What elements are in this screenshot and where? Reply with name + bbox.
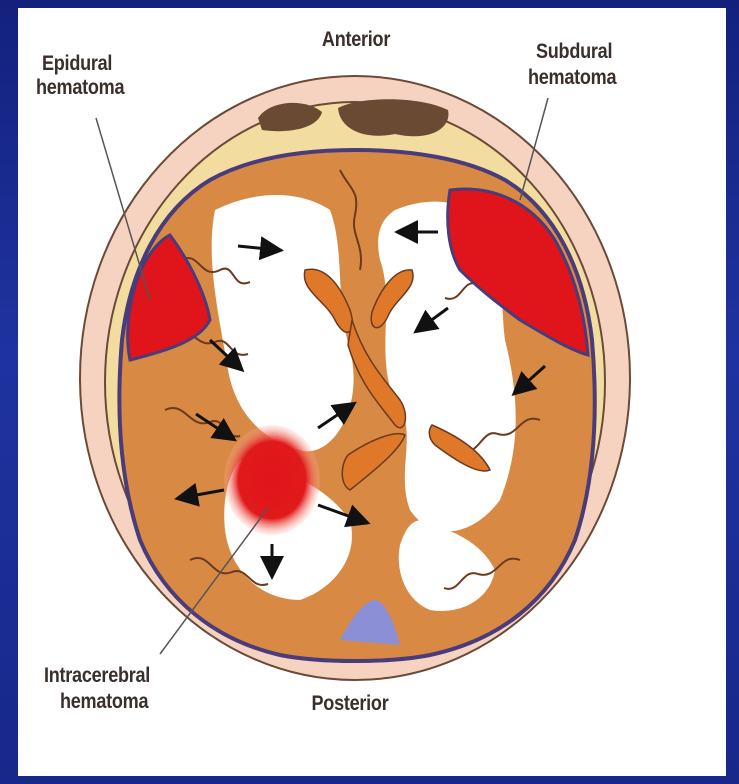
- intracerebral-hematoma: [224, 425, 320, 535]
- label-epidural-2: hematoma: [36, 76, 124, 100]
- label-intracerebral-1: Intracerebral: [44, 664, 150, 688]
- diagram-panel: Anterior Epidural hematoma Subdural hema…: [18, 8, 726, 776]
- brain-hematoma-diagram: [18, 8, 726, 776]
- label-anterior: Anterior: [304, 28, 407, 52]
- label-subdural-2: hematoma: [528, 66, 616, 90]
- label-posterior: Posterior: [290, 692, 410, 716]
- label-epidural-1: Epidural: [42, 52, 112, 76]
- frontal-sinus: [338, 99, 448, 136]
- label-intracerebral-2: hematoma: [60, 690, 148, 714]
- label-subdural-1: Subdural: [536, 40, 612, 64]
